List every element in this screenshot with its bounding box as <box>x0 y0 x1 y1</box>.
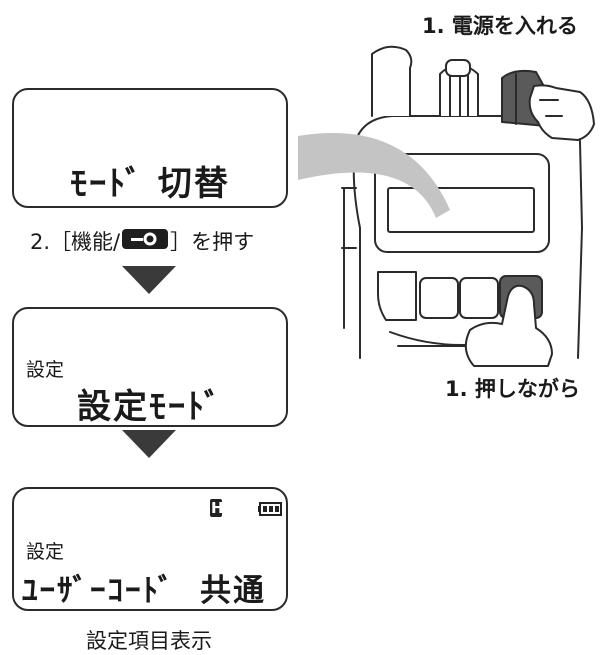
step1-press-and-hold-label: 1. 押しながら <box>445 377 580 401</box>
high-power-indicator: H <box>210 499 224 517</box>
setting-header: 設定 <box>26 541 65 563</box>
step1-power-on-label: 1. 電源を入れる <box>422 14 578 38</box>
setting-header: 設定 <box>26 359 65 381</box>
lcd-screen-setting-item: H 設定 ﾕｰｻﾞｰｺｰﾄﾞ 共通 <box>12 487 288 611</box>
step2-suffix: ］を押す <box>170 230 255 254</box>
user-code-text: ﾕｰｻﾞｰｺｰﾄﾞ <box>22 573 176 609</box>
arrow-down-icon <box>122 266 176 294</box>
footer-caption: 設定項目表示 <box>86 629 212 653</box>
mode-switch-text: ﾓｰﾄﾞ 切替 <box>70 164 230 204</box>
common-value-text: 共通 <box>200 573 266 609</box>
function-key-icon <box>122 229 169 249</box>
battery-icon <box>258 501 282 520</box>
radio-illustration <box>290 28 604 368</box>
setting-mode-text: 設定ﾓｰﾄﾞ <box>77 387 223 427</box>
step2-caption: 2.［機能/ ］を押す <box>30 226 254 256</box>
lcd-screen-setting-mode: 設定 設定ﾓｰﾄﾞ <box>12 307 288 427</box>
lcd-screen-mode-switch: ﾓｰﾄﾞ 切替 <box>12 88 288 208</box>
step2-prefix: 2.［機能/ <box>30 230 121 254</box>
arrow-down-icon <box>122 430 176 458</box>
